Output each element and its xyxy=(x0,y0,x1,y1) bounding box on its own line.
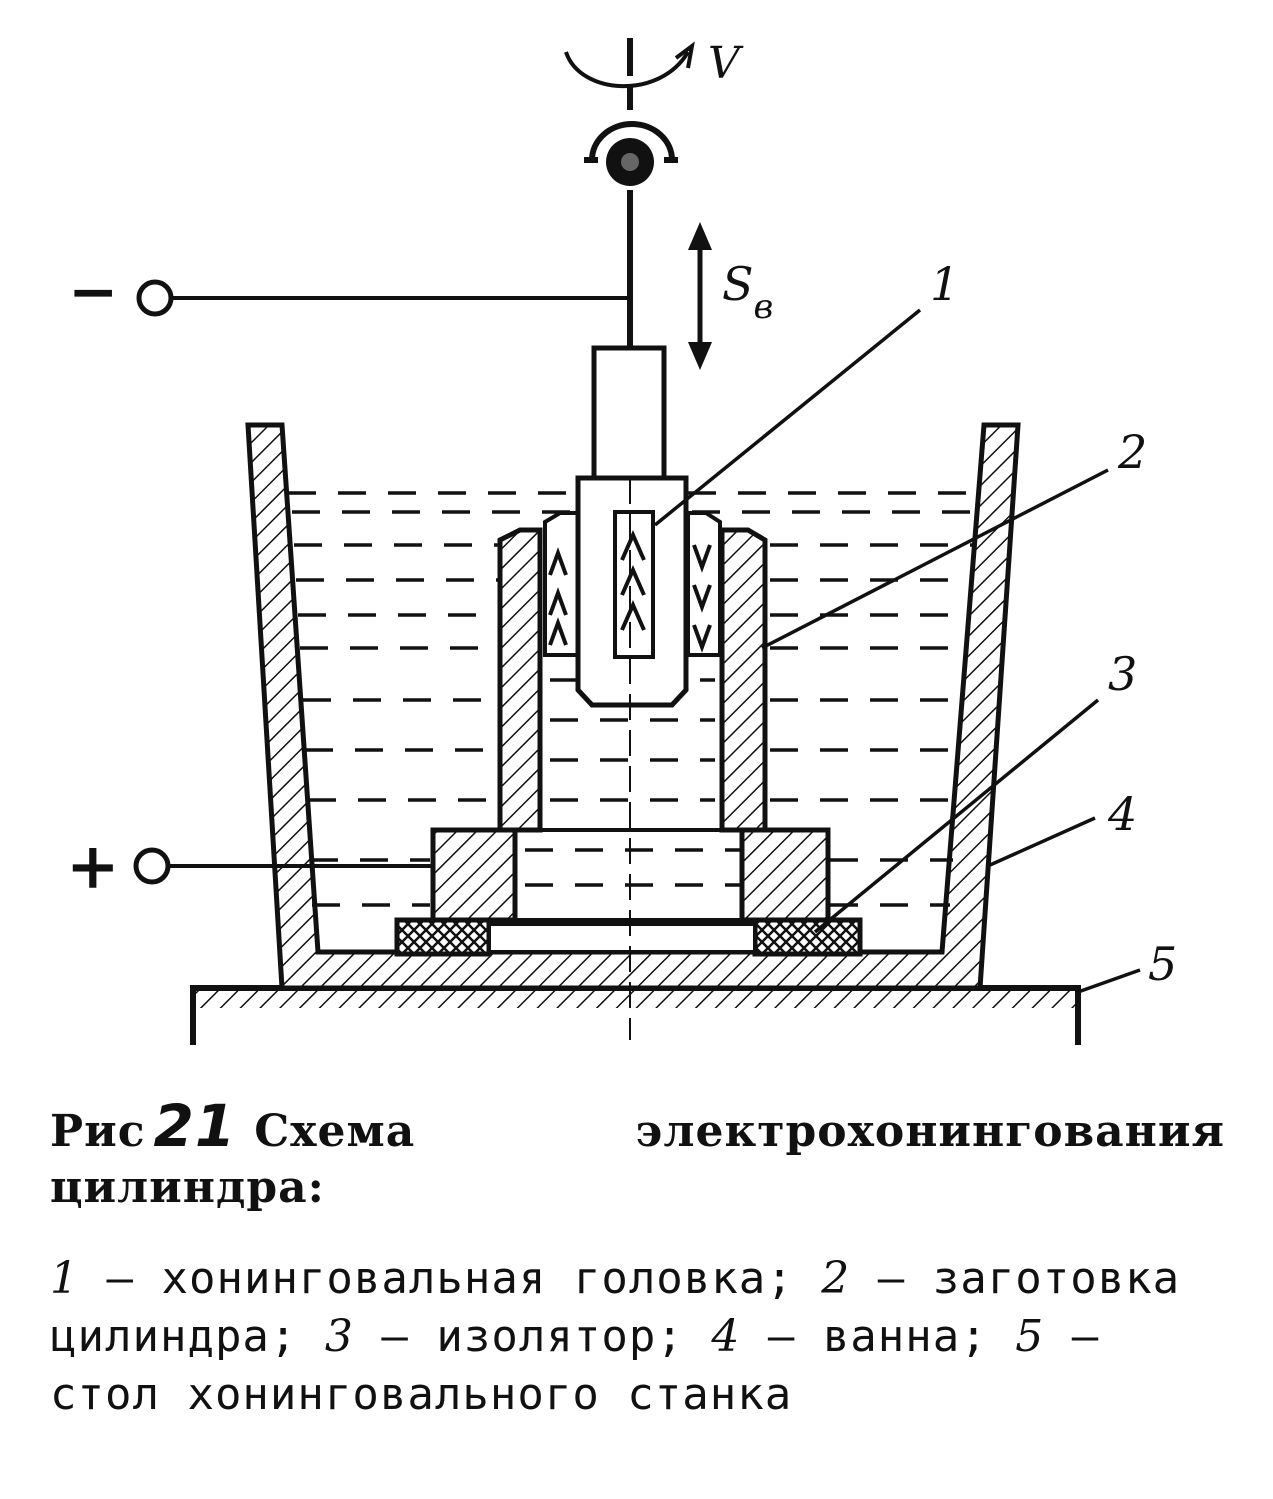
caption-prefix: Рис xyxy=(50,1106,146,1157)
leader-lines xyxy=(653,308,1141,994)
legend-item: 4 — ванна; xyxy=(711,1311,987,1362)
plus-sign: + xyxy=(66,829,120,904)
legend-text: ванна; xyxy=(822,1311,988,1362)
label-1: 1 xyxy=(930,257,959,311)
legend-separator: — xyxy=(353,1311,437,1362)
label-3: 3 xyxy=(1108,647,1137,701)
rotation-speed-label: V xyxy=(708,38,744,89)
label-4: 4 xyxy=(1107,787,1137,841)
bath xyxy=(245,422,1021,991)
legend-separator: — xyxy=(850,1253,933,1304)
honing-head xyxy=(575,345,689,708)
label-2: 2 xyxy=(1117,425,1147,479)
legend-separator: — xyxy=(740,1311,823,1362)
legend-item: 5 — стол хонинговального станка xyxy=(50,1311,1099,1420)
machine-table xyxy=(190,985,1081,1045)
legend-text: заготовка цилиндра; xyxy=(50,1253,1181,1362)
figure-legend: 1 — хонинговальная головка; 2 — заготовк… xyxy=(50,1250,1220,1424)
legend-text: стол хонинговального станка xyxy=(50,1369,793,1420)
legend-separator: — xyxy=(79,1253,162,1304)
legend-item: 3 — изолятор; xyxy=(325,1311,684,1362)
electro-honing-diagram: V Sв − + 1 2 3 4 5 xyxy=(66,38,1177,1045)
legend-number: 1 xyxy=(50,1253,79,1304)
rotation-arrow xyxy=(564,41,695,89)
cylinder-base xyxy=(430,827,831,923)
insulator xyxy=(394,917,863,957)
legend-text: хонинговальная головка; xyxy=(161,1253,794,1304)
negative-terminal xyxy=(136,279,630,317)
feed-arrow xyxy=(688,222,712,370)
legend-item: 2 — заготовка цилиндра; xyxy=(50,1253,1180,1362)
legend-number: 5 xyxy=(1015,1311,1045,1362)
legend-number: 3 xyxy=(324,1311,354,1362)
legend-item: 1 — хонинговальная головка; xyxy=(50,1253,794,1304)
cylinder-workpiece xyxy=(497,527,768,833)
legend-number: 2 xyxy=(821,1253,851,1304)
universal-joint xyxy=(584,121,678,186)
minus-sign: − xyxy=(68,257,118,327)
legend-number: 4 xyxy=(711,1311,741,1362)
label-5: 5 xyxy=(1148,937,1177,991)
positive-terminal xyxy=(133,847,433,885)
caption-title: Схема электрохонингования цилиндра: xyxy=(50,1106,1225,1213)
figure-number: 21 xyxy=(153,1092,237,1160)
legend-text: изолятор; xyxy=(436,1311,684,1362)
feed-label: Sв xyxy=(722,257,773,327)
legend-separator: — xyxy=(1044,1311,1100,1362)
